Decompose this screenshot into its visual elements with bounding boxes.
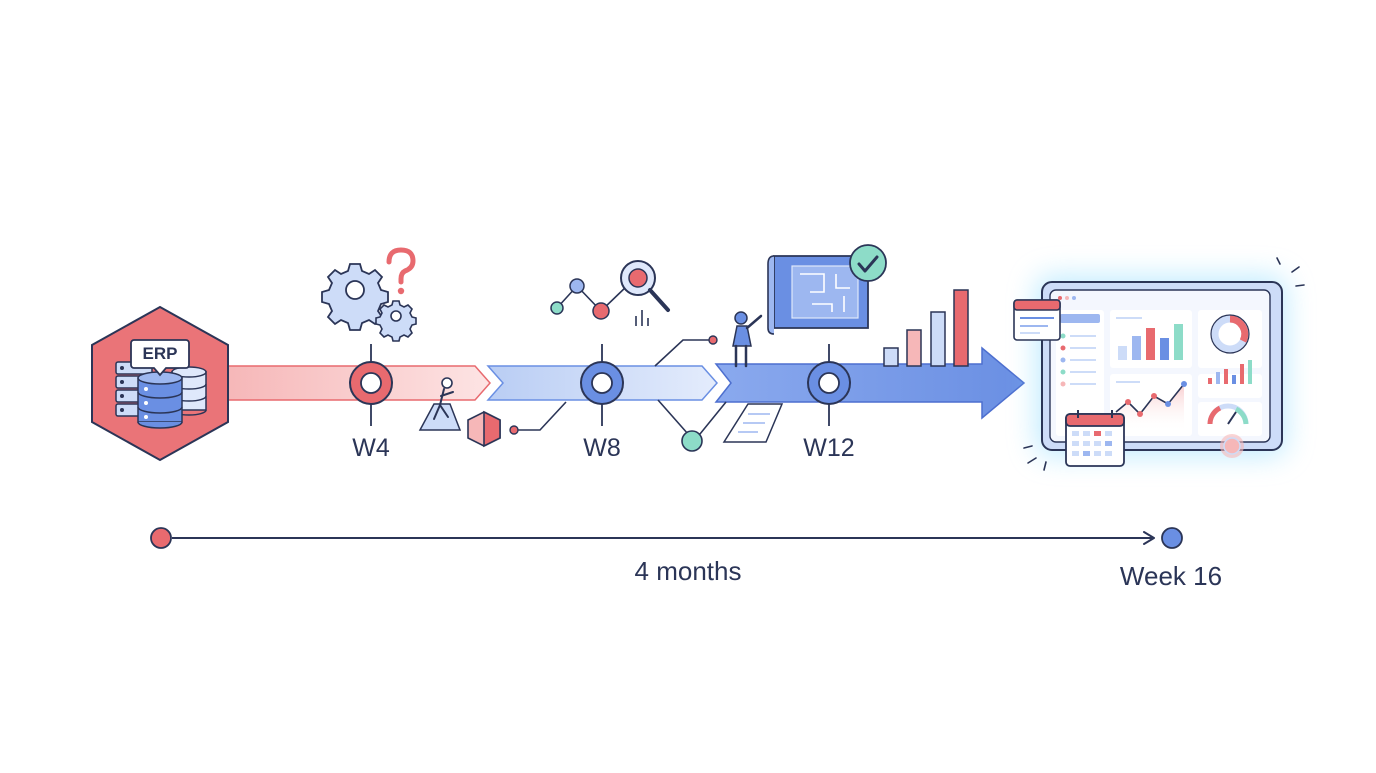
- connector-w8-lower: [657, 399, 727, 452]
- milestone-w4-marker: [349, 344, 393, 426]
- growth-bars-icon: [883, 289, 969, 367]
- duration-timeline: [172, 531, 1155, 545]
- dashboard-line-card: [1110, 374, 1192, 436]
- duration-label: 4 months: [634, 556, 742, 586]
- dashboard-mini-bars-card: [1198, 360, 1262, 398]
- analytics-node-graph-icon: [550, 278, 629, 320]
- calendar-icon: [1065, 410, 1125, 467]
- road-arrow-final: [714, 346, 1026, 420]
- question-mark-icon: [386, 247, 416, 295]
- hexagon-shape-icon: [467, 410, 501, 448]
- person-pointing-icon: [732, 311, 763, 368]
- document-path-icon: [722, 403, 784, 443]
- erp-speech-bubble: [130, 339, 190, 377]
- milestone-w8-marker: [580, 344, 624, 426]
- schedule-card-icon: [1013, 299, 1061, 341]
- glowing-dot-icon: [1220, 434, 1244, 458]
- connector-w8-upper: [654, 335, 718, 367]
- milestone-w12-label: W12: [803, 434, 855, 462]
- milestone-w8-label: W8: [583, 434, 621, 462]
- milestone-w4-label: W4: [352, 434, 390, 462]
- gauge-icon: [1198, 402, 1262, 436]
- dashboard-donut-card: [1198, 310, 1262, 368]
- erp-badge-label: ERP: [142, 344, 178, 363]
- end-week-label: Week 16: [1119, 561, 1223, 591]
- connector-w4-w8: [509, 401, 567, 435]
- milestone-w12-marker: [807, 344, 851, 426]
- worker-figure-icon: [418, 377, 462, 431]
- magnifier-icon: [620, 260, 670, 326]
- database-icon: [115, 361, 207, 429]
- sparkle-lines-icon: [1023, 257, 1305, 471]
- gears-icon: [321, 263, 417, 342]
- timeline-start-dot: [150, 527, 172, 549]
- check-badge-icon: [849, 244, 887, 282]
- dashboard-bar-card: [1110, 310, 1192, 368]
- blueprint-icon: [767, 255, 869, 335]
- timeline-end-dot: [1161, 527, 1183, 549]
